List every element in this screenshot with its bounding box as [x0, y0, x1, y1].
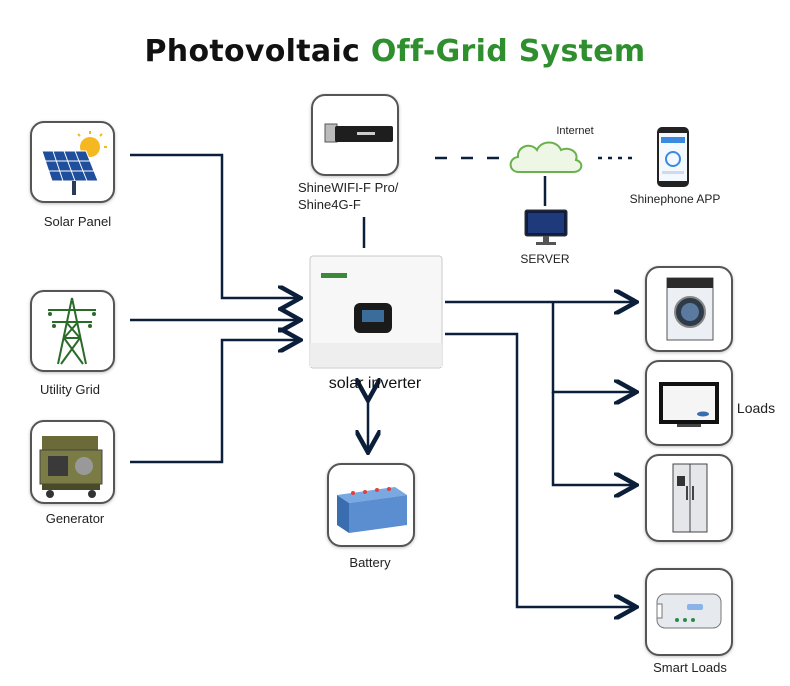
solar-panel-icon — [41, 131, 107, 195]
smart-loads-label: Smart Loads — [653, 660, 727, 675]
wifi-dongle-icon — [324, 123, 393, 143]
water-heater-icon — [656, 593, 722, 629]
battery-icon — [337, 487, 407, 533]
generator-box — [30, 420, 115, 504]
server-monitor-icon — [524, 209, 568, 245]
inverter-label: solar inverter — [328, 375, 422, 392]
internet-cloud-icon — [509, 141, 583, 173]
solar-panel-label: Solar Panel — [43, 214, 112, 229]
internet-label: Internet — [556, 125, 594, 137]
solar-inverter-device — [309, 255, 443, 369]
refrigerator-icon — [672, 463, 708, 533]
wifi-dongle-box — [311, 94, 399, 176]
server-label: SERVER — [520, 252, 570, 266]
wifi-label-line2: Shine4G-F — [298, 197, 361, 212]
utility-grid-label: Utility Grid — [40, 382, 100, 397]
wire-load3 — [551, 392, 634, 485]
load-fridge-box — [645, 454, 733, 542]
load-tv-box — [645, 360, 733, 446]
solar-panel-box — [30, 121, 115, 203]
wire-generator — [130, 340, 298, 464]
utility-grid-box — [30, 290, 115, 372]
generator-label: Generator — [45, 511, 105, 526]
wire-load2 — [551, 302, 634, 392]
washing-machine-icon — [666, 277, 714, 341]
tv-icon — [659, 382, 719, 427]
battery-label: Battery — [349, 555, 391, 570]
load-washer-box — [645, 266, 733, 352]
generator-icon — [39, 436, 103, 498]
smart-load-box — [645, 568, 733, 656]
wifi-label-line1: ShineWIFI-F Pro/ — [298, 180, 399, 195]
battery-box — [327, 463, 415, 547]
power-tower-icon — [48, 297, 96, 365]
title-part2: Off-Grid System — [370, 34, 646, 69]
wire-solar — [130, 153, 298, 298]
smartphone-icon — [657, 127, 689, 187]
app-label: Shinephone APP — [629, 192, 721, 206]
loads-label: Loads — [736, 400, 776, 416]
diagram-title: Photovoltaic Off-Grid System — [0, 34, 790, 69]
wire-smart — [445, 332, 634, 607]
title-part1: Photovoltaic — [144, 34, 361, 69]
